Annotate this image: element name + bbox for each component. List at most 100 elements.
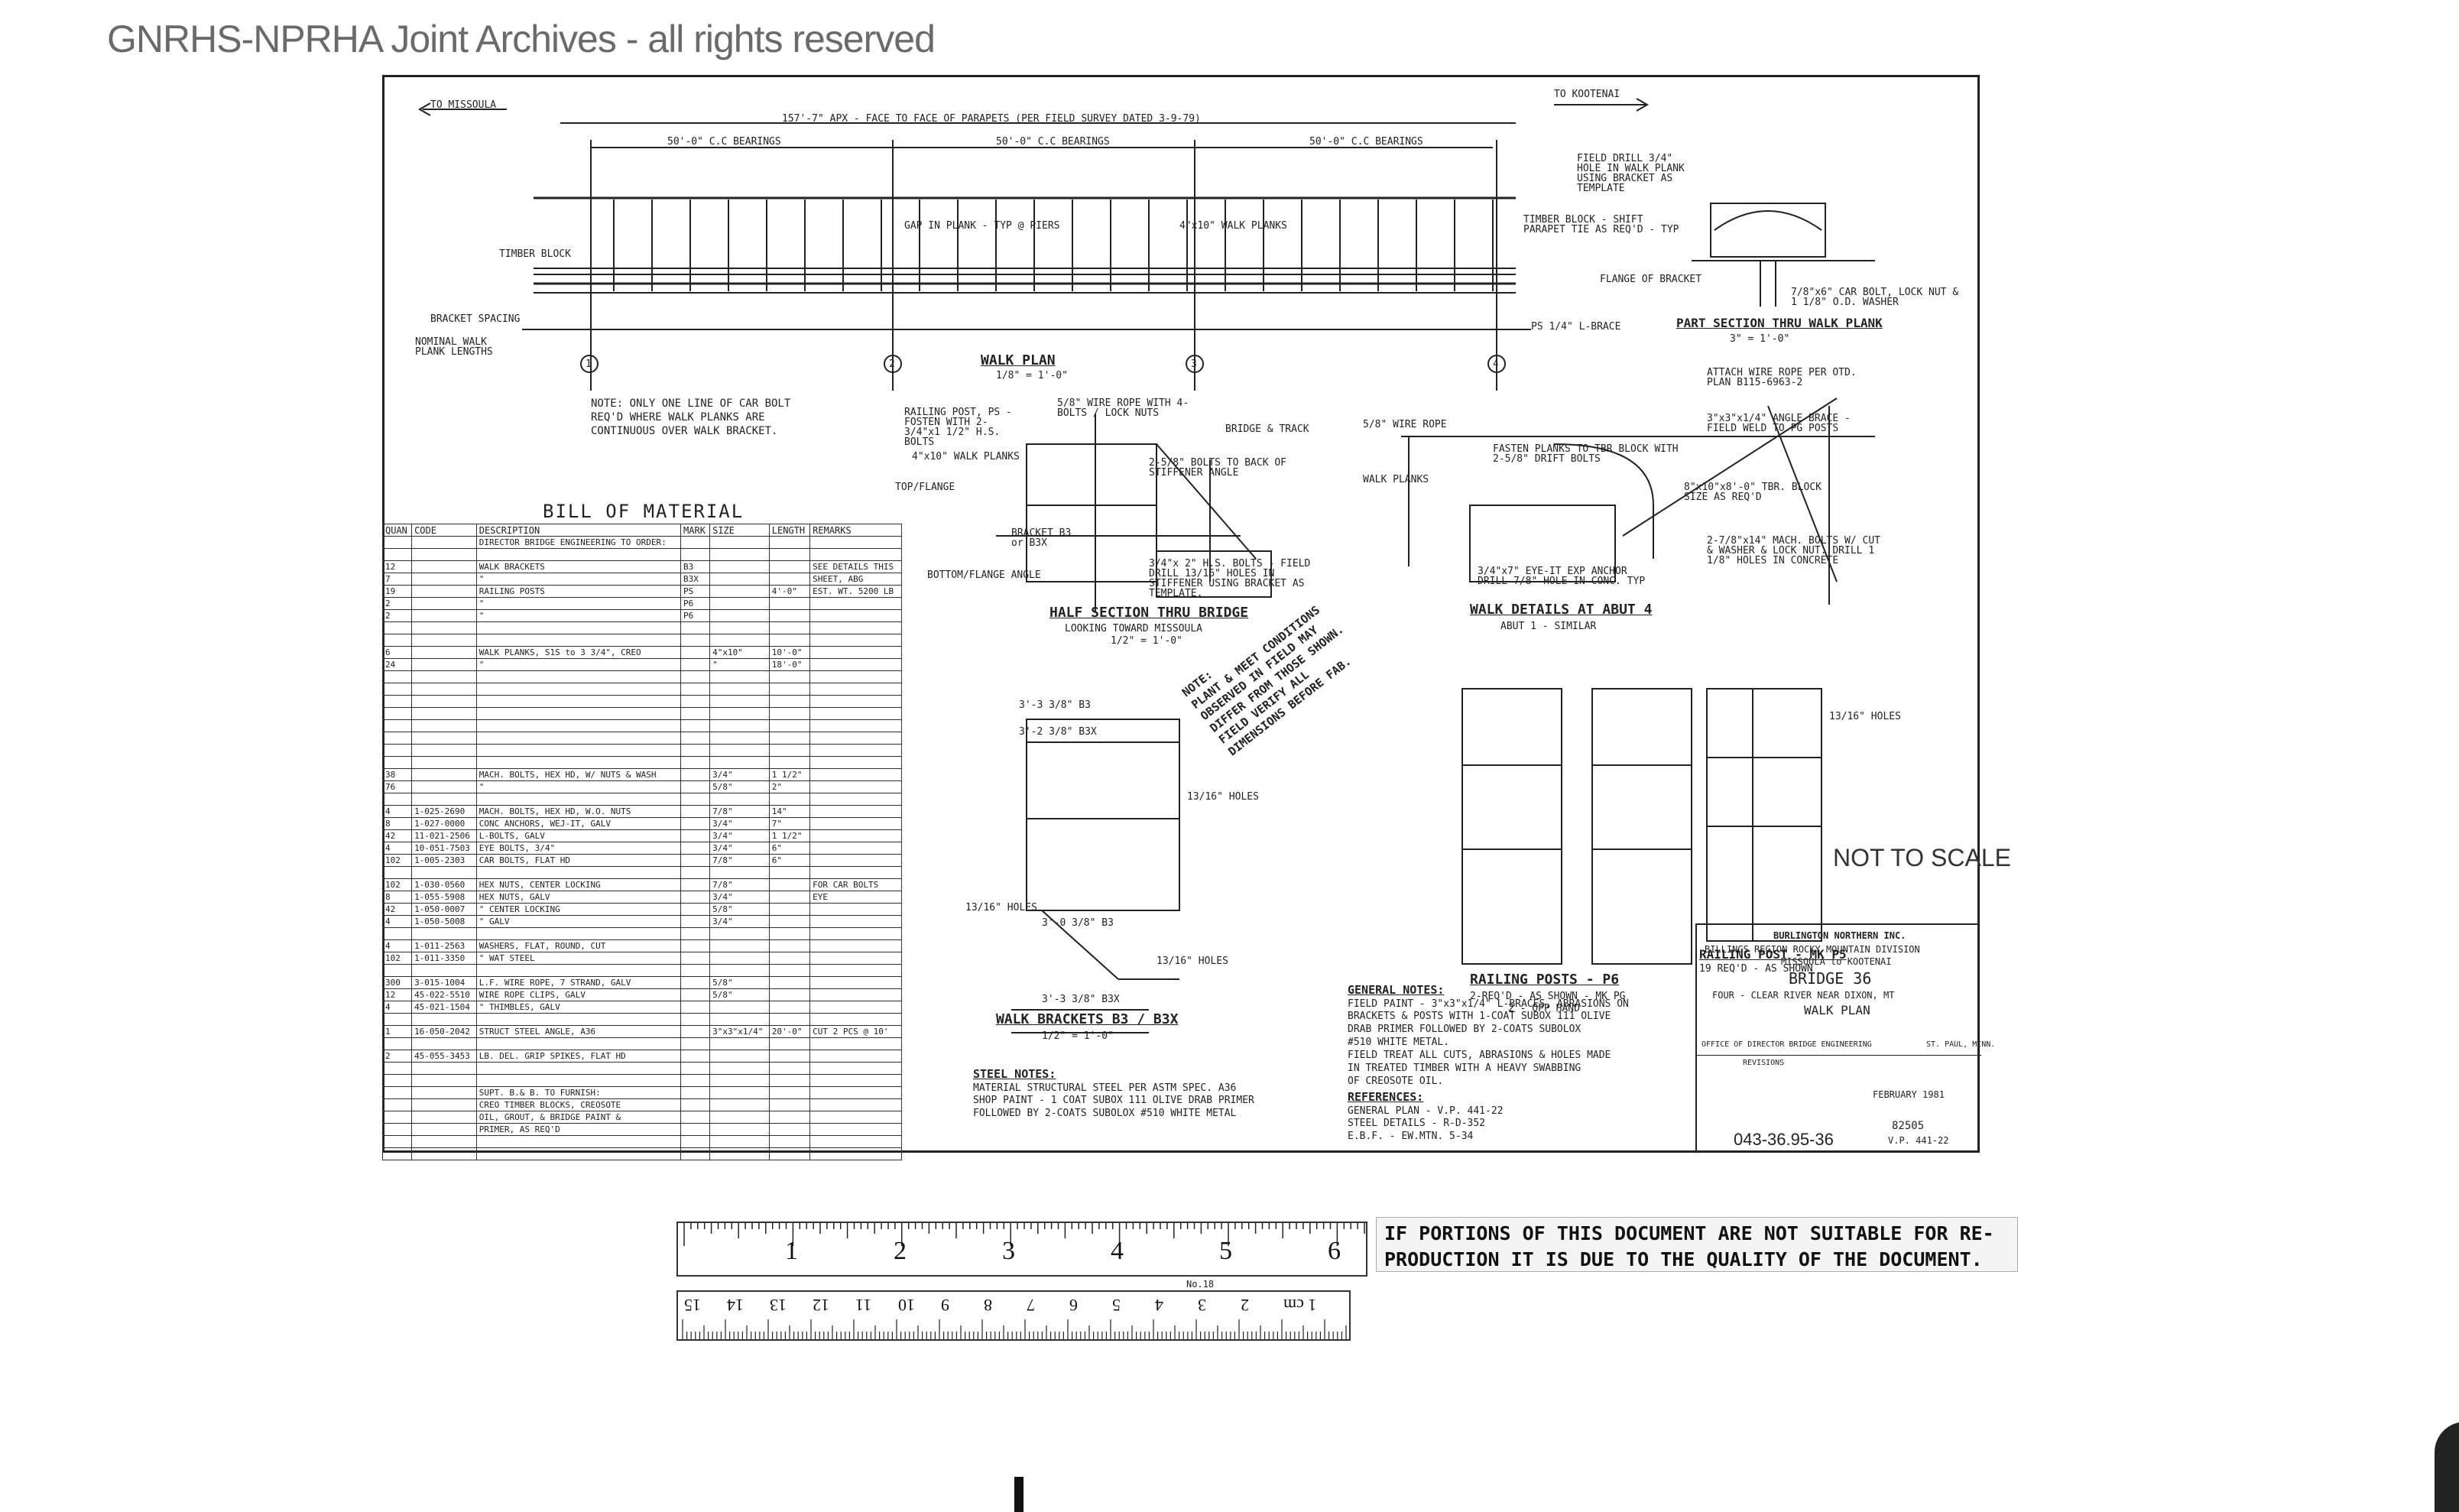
- bom-cell: [411, 609, 477, 622]
- bom-cell: [809, 1098, 902, 1111]
- top-flange-label: TOP/FLANGE: [895, 482, 955, 493]
- walk-planks-label: 4"x10" WALK PLANKS: [1179, 220, 1287, 232]
- bom-cell: [381, 1086, 413, 1099]
- bom-cell: FOR CAR BOLTS: [809, 878, 902, 891]
- bom-cell: [809, 829, 902, 842]
- bom-cell: [809, 1037, 902, 1050]
- bom-cell: ": [475, 658, 682, 671]
- bom-cell: [809, 1001, 902, 1014]
- bracket-label: BRACKET B3 or B3X: [1011, 527, 1072, 549]
- bom-cell: [381, 866, 413, 879]
- bom-cell: [411, 683, 477, 696]
- bom-cell: [709, 1001, 770, 1014]
- general-note-line: OF CREOSOTE OIL.: [1348, 1075, 1444, 1087]
- bom-cell: 1 1/2": [768, 829, 811, 842]
- bom-cell: [381, 548, 413, 561]
- bom-cell: 4: [381, 915, 413, 928]
- hs-bolt-note: 3/4"x 2" H.S. BOLTS - FIELD DRILL 13/16"…: [1149, 558, 1311, 599]
- bom-cell: [475, 866, 682, 879]
- bom-cell: [381, 927, 413, 940]
- bom-cell: ": [475, 573, 682, 586]
- bom-cell: [709, 1050, 770, 1063]
- inch-number: 3: [1002, 1237, 1015, 1265]
- bom-cell: [475, 793, 682, 806]
- bom-cell: [768, 536, 811, 549]
- registration-mark: [1014, 1477, 1024, 1512]
- overall-dimension: 157'-7" APX - FACE TO FACE OF PARAPETS (…: [782, 113, 1201, 125]
- bom-cell: [411, 573, 477, 586]
- bom-cell: [768, 1050, 811, 1063]
- bom-cell: [709, 670, 770, 683]
- bom-cell: [475, 1013, 682, 1026]
- bom-cell: [809, 780, 902, 793]
- bom-cell: 7: [381, 573, 413, 586]
- bom-cell: 7/8": [709, 805, 770, 818]
- bom-cell: [680, 891, 711, 904]
- bom-cell: [768, 878, 811, 891]
- table-row: [381, 964, 902, 977]
- bom-cell: OIL, GROUT, & BRIDGE PAINT &: [475, 1111, 682, 1124]
- bracket-dim-top2: 3'-2 3/8" B3X: [1019, 726, 1097, 738]
- bom-cell: [709, 1037, 770, 1050]
- bom-cell: EYE: [809, 891, 902, 904]
- cm-number: 2: [1241, 1296, 1249, 1315]
- general-note-line: #510 WHITE METAL.: [1348, 1037, 1450, 1049]
- table-row: [381, 634, 902, 647]
- to-missoula-label: TO MISSOULA: [430, 99, 497, 111]
- reference-line: E.B.F. - EW.MTN. 5-34: [1348, 1131, 1474, 1143]
- bom-cell: SUPT. B.& B. TO FURNISH:: [475, 1086, 682, 1099]
- references-title: REFERENCES:: [1348, 1090, 1424, 1104]
- bom-cell: [680, 805, 711, 818]
- bom-cell: [768, 609, 811, 622]
- bom-cell: [475, 756, 682, 769]
- bom-cell: [381, 670, 413, 683]
- bom-cell: [768, 866, 811, 879]
- bom-cell: [680, 744, 711, 757]
- bom-cell: [768, 1147, 811, 1160]
- stiffener-note: 2-5/8" BOLTS TO BACK OF STIFFENER ANGLE: [1149, 457, 1287, 479]
- bom-cell: [768, 1013, 811, 1026]
- bom-cell: [680, 964, 711, 977]
- inch-number: 1: [785, 1237, 798, 1265]
- bom-cell: RAILING POSTS: [475, 585, 682, 598]
- bom-cell: [680, 939, 711, 952]
- bom-cell: [709, 621, 770, 634]
- bom-cell: [475, 1135, 682, 1148]
- bom-cell: [709, 744, 770, 757]
- drawing-sheet: TO MISSOULA TO KOOTENAI 157'-7" APX - FA…: [382, 75, 1980, 1153]
- bom-cell: 1-005-2303: [411, 854, 477, 867]
- bom-cell: [809, 1013, 902, 1026]
- bom-cell: WASHERS, FLAT, ROUND, CUT: [475, 939, 682, 952]
- general-notes-title: GENERAL NOTES:: [1348, 983, 1445, 997]
- bom-cell: [411, 768, 477, 781]
- table-row: [381, 732, 902, 745]
- bom-cell: [475, 719, 682, 732]
- bom-cell: [411, 744, 477, 757]
- bom-cell: 1-055-5908: [411, 891, 477, 904]
- bom-cell: [680, 854, 711, 867]
- bom-cell: MACH. BOLTS, HEX HD, W.O. NUTS: [475, 805, 682, 818]
- bom-cell: [709, 732, 770, 745]
- general-note-line: FIELD PAINT - 3"x3"x1/4" L-BRACES, ABRAS…: [1348, 998, 1629, 1010]
- bom-cell: [381, 756, 413, 769]
- bom-cell: [475, 695, 682, 708]
- title-block: BURLINGTON NORTHERN INC. BILLINGS REGION…: [1695, 923, 1995, 1153]
- railing-post-note: RAILING POST, PS - FOSTEN WITH 2-3/4"x1 …: [904, 407, 1012, 448]
- bom-cell: [411, 1111, 477, 1124]
- bom-cell: MACH. BOLTS, HEX HD, W/ NUTS & WASH: [475, 768, 682, 781]
- bom-cell: [709, 719, 770, 732]
- cm-number: 3: [1198, 1296, 1206, 1315]
- brackets-scale: 1/2" = 1'-0": [1042, 1030, 1114, 1042]
- bom-cell: [411, 548, 477, 561]
- bom-cell: " WAT STEEL: [475, 952, 682, 965]
- bom-cell: 5/8": [709, 976, 770, 989]
- bom-cell: 10'-0": [768, 646, 811, 659]
- bom-cell: [475, 1074, 682, 1087]
